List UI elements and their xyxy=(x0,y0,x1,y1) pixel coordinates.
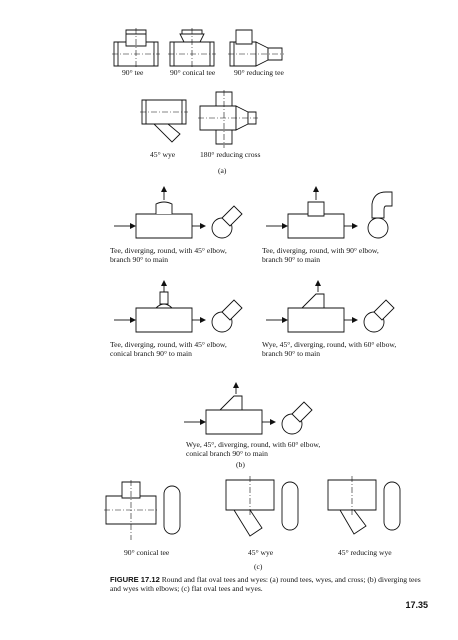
flat-oval-conical-tee-drawing xyxy=(104,480,184,540)
reducing-tee-90-drawing xyxy=(228,28,284,68)
flat-oval-wye-drawing xyxy=(224,476,304,546)
label-90-conical-tee: 90° conical tee xyxy=(170,68,216,77)
wye-60-elbow-conical-drawing xyxy=(180,382,320,440)
section-b-label: (b) xyxy=(236,460,245,469)
figure-number: FIGURE 17.12 xyxy=(110,575,160,584)
tee-90-drawing xyxy=(112,28,160,68)
label-c-45-wye: 45° wye xyxy=(248,548,274,557)
page-number: 17.35 xyxy=(405,600,428,610)
label-90-reducing-tee: 90° reducing tee xyxy=(234,68,284,77)
tee-90-elbow-drawing xyxy=(262,186,402,244)
section-a-label: (a) xyxy=(218,166,227,175)
label-c-90-conical-tee: 90° conical tee xyxy=(124,548,170,557)
label-wye-60-elbow: Wye, 45°, diverging, round, with 60° elb… xyxy=(262,340,397,359)
tee-45-elbow-drawing xyxy=(110,186,250,244)
label-tee-45-elbow: Tee, diverging, round, with 45° elbow, b… xyxy=(110,246,227,265)
label-c-45-reducing-wye: 45° reducing wye xyxy=(338,548,392,557)
label-tee-90-elbow: Tee, diverging, round, with 90° elbow, b… xyxy=(262,246,379,265)
section-c-label: (c) xyxy=(254,562,263,571)
tee-45-elbow-conical-drawing xyxy=(110,280,250,338)
label-tee-45-elbow-conical: Tee, diverging, round, with 45° elbow, c… xyxy=(110,340,227,359)
label-45-wye: 45° wye xyxy=(150,150,176,159)
figure-caption-text: Round and flat oval tees and wyes: (a) r… xyxy=(110,575,421,594)
label-wye-60-elbow-conical: Wye, 45°, diverging, round, with 60° elb… xyxy=(186,440,321,459)
conical-tee-90-drawing xyxy=(168,28,216,68)
label-90-tee: 90° tee xyxy=(122,68,144,77)
wye-45-drawing xyxy=(140,96,188,146)
label-180-reducing-cross: 180° reducing cross xyxy=(200,150,261,159)
flat-oval-reducing-wye-drawing xyxy=(326,476,406,546)
reducing-cross-180-drawing xyxy=(198,90,258,148)
wye-60-elbow-drawing xyxy=(262,280,402,338)
figure-caption: FIGURE 17.12 Round and flat oval tees an… xyxy=(110,575,430,593)
